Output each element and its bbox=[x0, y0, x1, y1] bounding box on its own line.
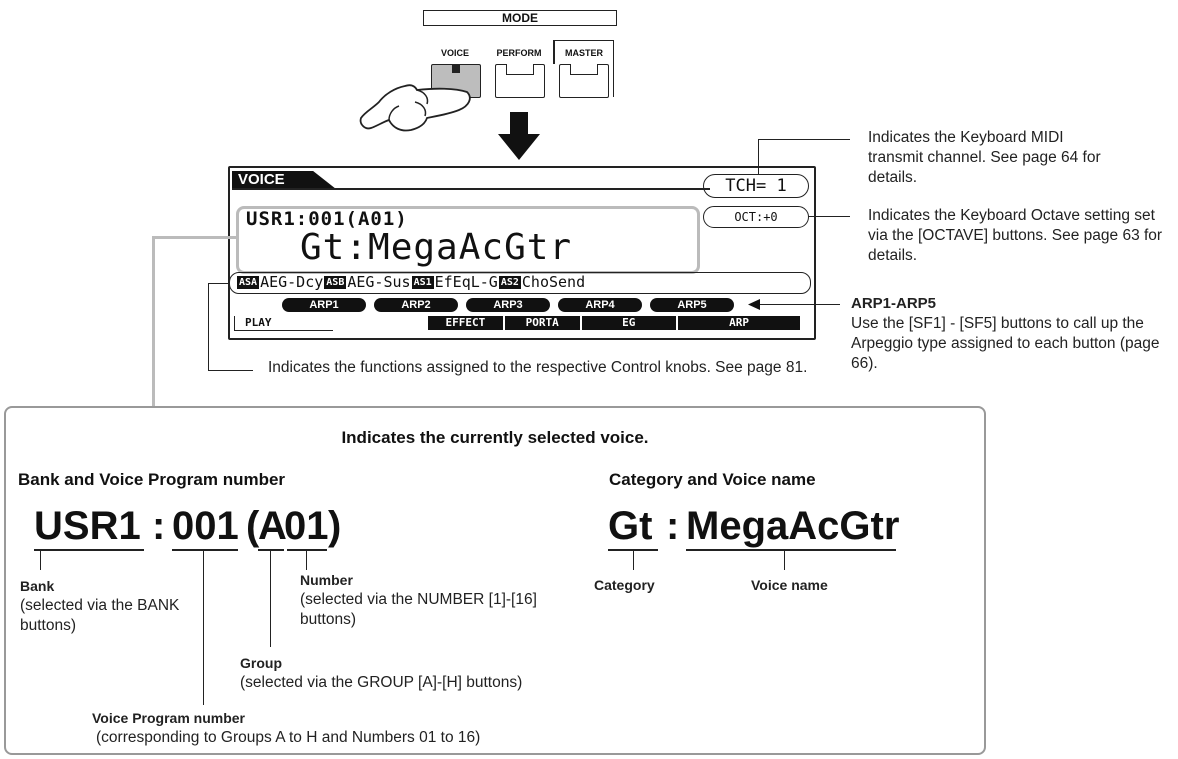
oct-leader bbox=[808, 216, 850, 217]
master-frame bbox=[553, 40, 614, 97]
knob-tag-asa: ASA bbox=[237, 275, 260, 289]
big-sep1: : bbox=[152, 504, 166, 548]
arp-row: ARP1 ARP2 ARP3 ARP4 ARP5 bbox=[282, 298, 734, 312]
program-desc: (corresponding to Groups A to H and Numb… bbox=[96, 729, 481, 746]
big-sep2: : bbox=[666, 504, 680, 548]
perform-mode-button[interactable] bbox=[495, 64, 545, 98]
tch-leader-v bbox=[758, 139, 759, 175]
category-leader bbox=[633, 551, 634, 570]
knob-leader-h bbox=[208, 370, 253, 371]
knob-label-asb: AEG-Sus bbox=[347, 273, 411, 291]
knob-leader-top bbox=[208, 283, 228, 284]
knob-annotation: Indicates the functions assigned to the … bbox=[268, 359, 808, 376]
big-program: 001 bbox=[172, 504, 239, 548]
voice-connector-v bbox=[152, 236, 155, 408]
oct-text: OCT:+0 bbox=[734, 210, 778, 224]
mode-master-label: MASTER bbox=[565, 48, 603, 58]
oct-indicator: OCT:+0 bbox=[703, 206, 809, 228]
underline-group bbox=[258, 549, 284, 551]
big-paren-close: ) bbox=[328, 504, 342, 548]
voicename-leader bbox=[784, 551, 785, 570]
bank-label: Bank bbox=[20, 578, 55, 594]
program-leader bbox=[203, 551, 204, 705]
group-desc: (selected via the GROUP [A]-[H] buttons) bbox=[240, 674, 523, 691]
knob-tag-asb: ASB bbox=[324, 275, 347, 289]
knob-assign-row bbox=[229, 272, 811, 294]
program-label: Voice Program number bbox=[92, 710, 246, 726]
bank-leader bbox=[40, 551, 41, 570]
big-category: Gt bbox=[608, 504, 653, 548]
big-voice-name: MegaAcGtr bbox=[686, 504, 900, 548]
tch-text: TCH= 1 bbox=[725, 176, 787, 196]
tch-annotation: Indicates the Keyboard MIDI transmit cha… bbox=[868, 129, 1101, 186]
lcd-bank-number: USR1:001(A01) bbox=[246, 208, 408, 230]
voice-connector-h bbox=[152, 236, 238, 239]
group-label: Group bbox=[240, 655, 282, 671]
number-label: Number bbox=[300, 572, 353, 588]
knob-leader-v bbox=[208, 283, 209, 370]
master-mode-button[interactable] bbox=[559, 64, 609, 98]
right-title: Category and Voice name bbox=[609, 470, 816, 489]
detail-heading: Indicates the currently selected voice. bbox=[341, 428, 649, 447]
big-bank: USR1 bbox=[34, 504, 141, 548]
knob-tag-as1: AS1 bbox=[411, 275, 434, 289]
arp1-button[interactable]: ARP1 bbox=[282, 298, 366, 312]
arp2-button[interactable]: ARP2 bbox=[374, 298, 458, 312]
arp-leader bbox=[758, 304, 840, 305]
arp5-button[interactable]: ARP5 bbox=[650, 298, 734, 312]
knob-tag-as2: AS2 bbox=[498, 275, 521, 289]
category-label: Category bbox=[594, 577, 655, 593]
lcd-title: VOICE bbox=[232, 171, 336, 189]
tab-play[interactable]: PLAY bbox=[234, 316, 333, 331]
left-title: Bank and Voice Program number bbox=[18, 470, 286, 489]
tab-play-label: PLAY bbox=[245, 316, 272, 329]
big-number: 01 bbox=[284, 504, 329, 548]
down-arrow-icon bbox=[498, 112, 540, 160]
underline-category bbox=[608, 549, 658, 551]
tab-eg[interactable]: EG bbox=[579, 316, 676, 330]
voicename-label: Voice name bbox=[751, 577, 828, 593]
mode-title-text: MODE bbox=[502, 11, 538, 25]
oct-annotation: Indicates the Keyboard Octave setting se… bbox=[868, 207, 1163, 264]
underline-program bbox=[172, 549, 238, 551]
tch-leader-h bbox=[758, 139, 850, 140]
mode-voice-label: VOICE bbox=[440, 48, 469, 58]
knob-label-asa: AEG-Dcy bbox=[260, 273, 324, 291]
arp4-button[interactable]: ARP4 bbox=[558, 298, 642, 312]
tab-porta[interactable]: PORTA bbox=[502, 316, 580, 330]
underline-bank bbox=[34, 549, 144, 551]
tab-effect[interactable]: EFFECT bbox=[445, 316, 486, 329]
lcd-voice-name: Gt:MegaAcGtr bbox=[300, 227, 573, 268]
number-leader bbox=[306, 551, 307, 570]
mode-perform-label: PERFORM bbox=[496, 48, 542, 58]
arp-annotation-title: ARP1-ARP5 bbox=[851, 295, 937, 312]
arp-arrowhead-icon bbox=[748, 299, 760, 310]
tab-row-dark: EFFECT PORTA EG ARP bbox=[428, 316, 800, 330]
detail-panel bbox=[4, 406, 986, 755]
tch-indicator: TCH= 1 bbox=[703, 174, 809, 198]
underline-number bbox=[287, 549, 327, 551]
knob-label-as1: EfEqL-G bbox=[434, 273, 498, 291]
underline-voicename bbox=[686, 549, 896, 551]
pointing-hand-icon bbox=[359, 84, 471, 132]
lcd-title-rule bbox=[232, 188, 710, 190]
big-paren-open: ( bbox=[246, 504, 260, 548]
bank-desc: (selected via the BANK buttons) bbox=[20, 597, 180, 634]
big-group: A bbox=[258, 504, 287, 548]
arp-annotation-body: Use the [SF1] - [SF5] buttons to call up… bbox=[851, 315, 1160, 372]
knob-assign-items: ASA AEG-Dcy ASB AEG-Sus AS1 EfEqL-G AS2 … bbox=[236, 273, 585, 291]
mode-panel-title: MODE bbox=[423, 10, 617, 26]
arp3-button[interactable]: ARP3 bbox=[466, 298, 550, 312]
number-desc: (selected via the NUMBER [1]-[16] button… bbox=[300, 591, 537, 628]
knob-label-as2: ChoSend bbox=[521, 273, 586, 291]
group-leader bbox=[270, 551, 271, 647]
master-frame-left bbox=[553, 40, 555, 64]
tab-arp[interactable]: ARP bbox=[676, 316, 800, 330]
